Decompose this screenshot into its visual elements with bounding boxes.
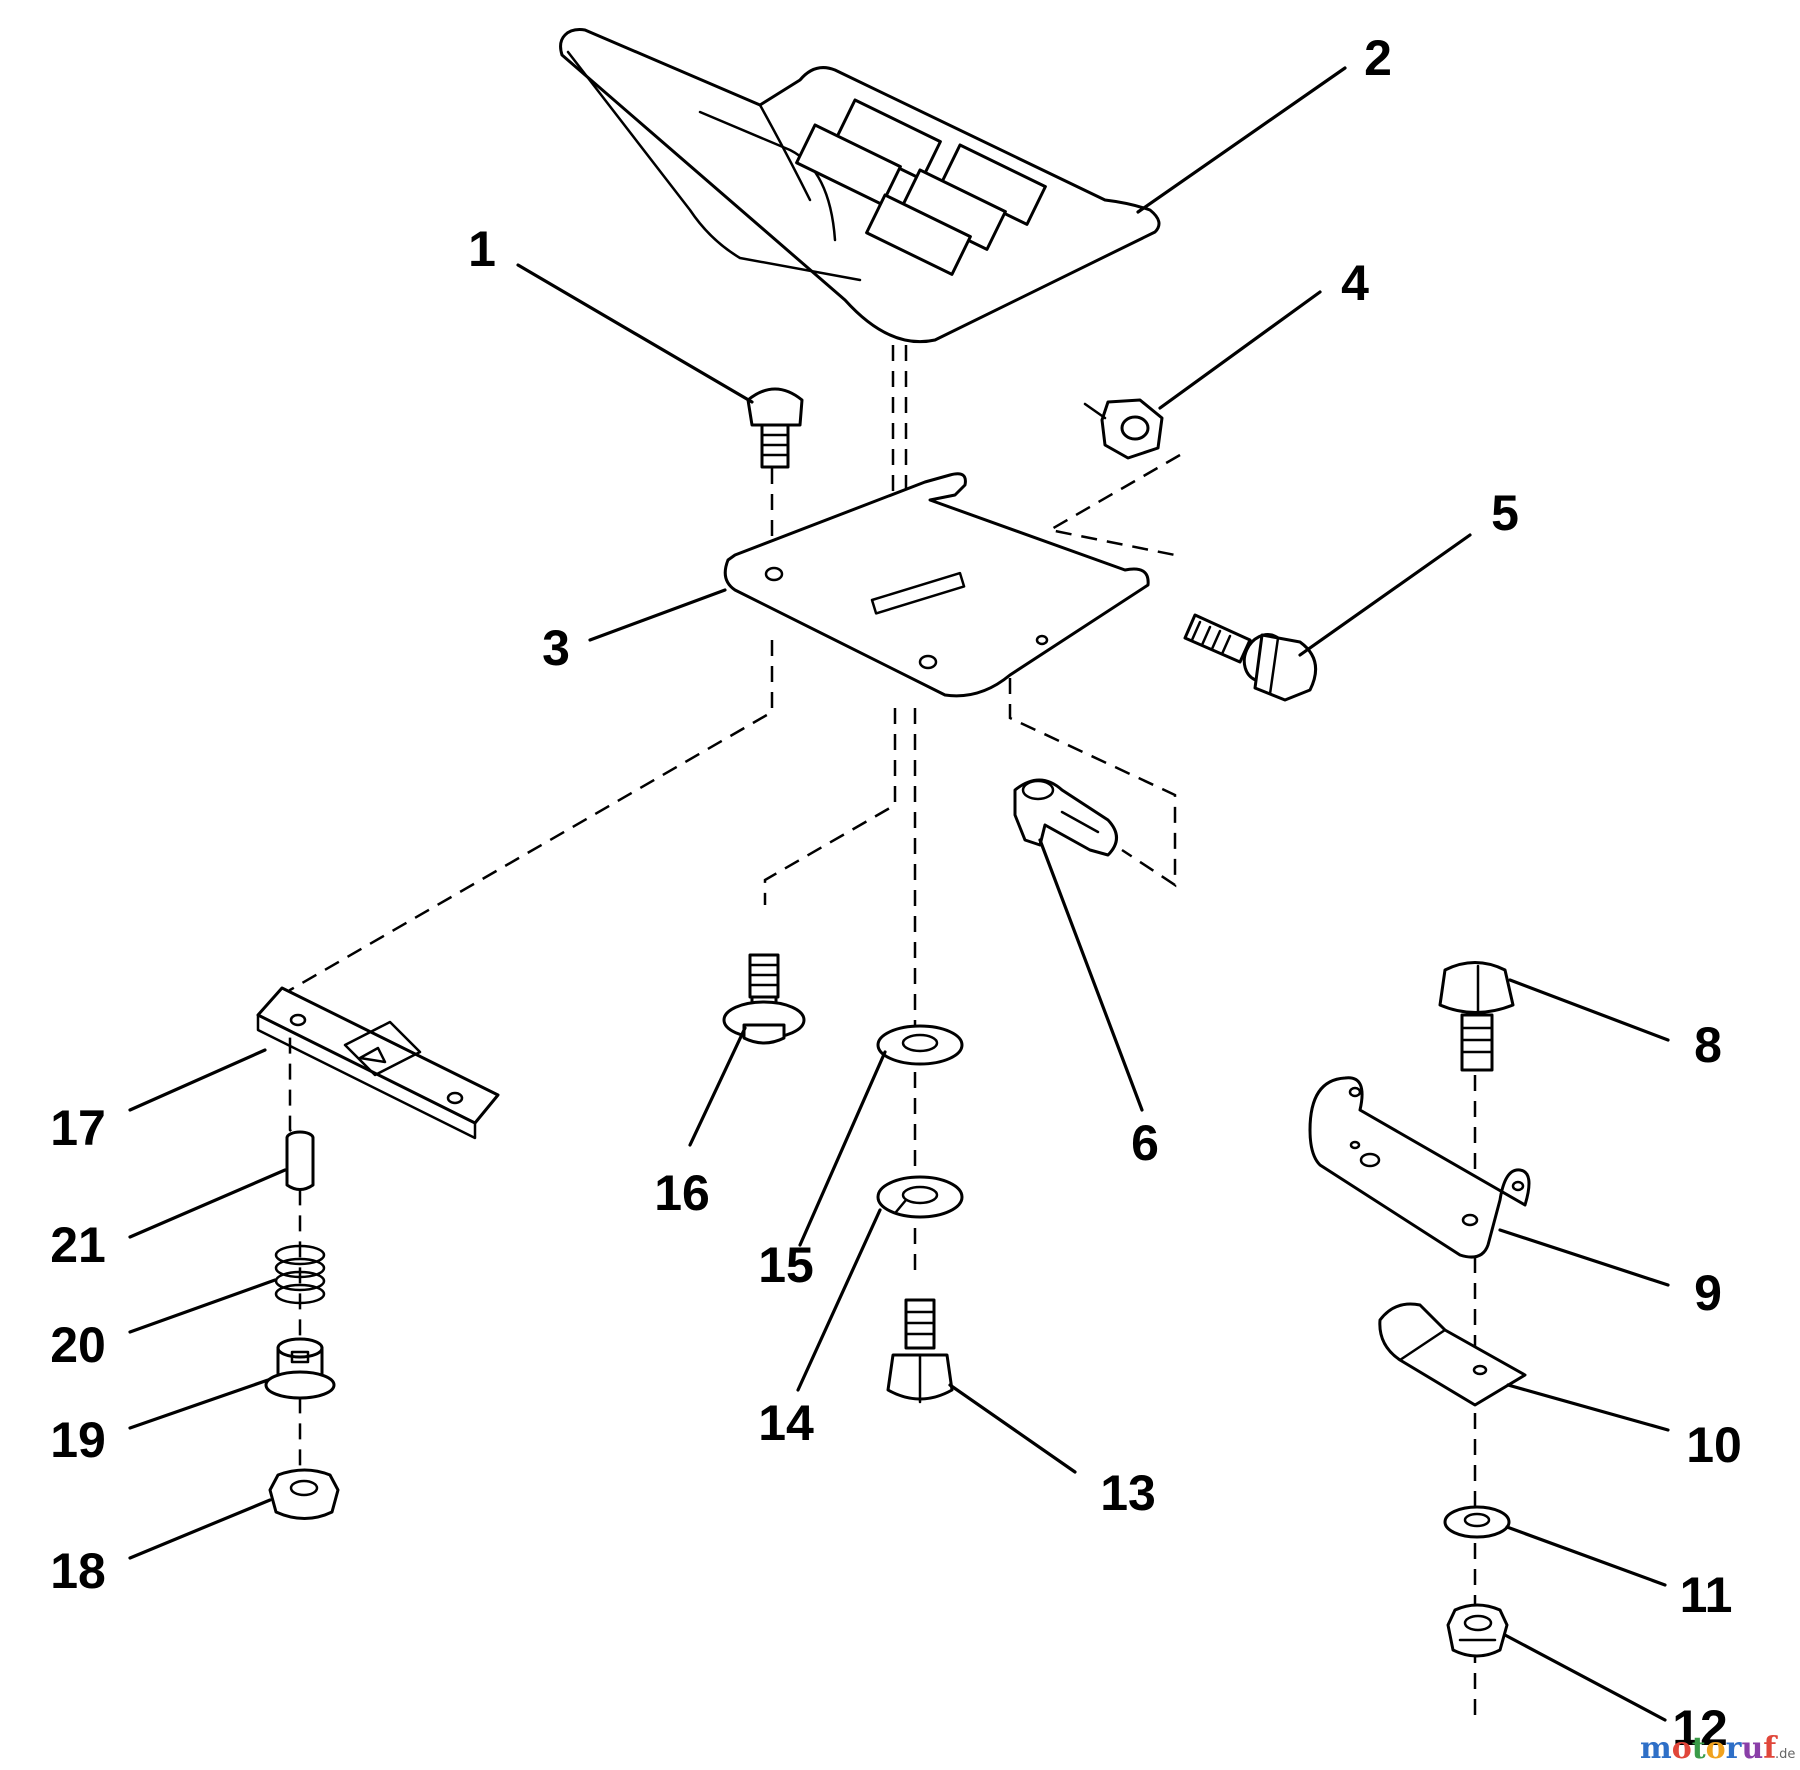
callout-5: 5 <box>1491 485 1519 541</box>
hex-bolt-part-13 <box>886 1298 954 1404</box>
callout-18: 18 <box>50 1543 106 1599</box>
slide-plate-part-17 <box>256 986 500 1140</box>
pin-part-21 <box>285 1130 315 1191</box>
washer-part-11 <box>1443 1505 1511 1539</box>
lock-washer-part-14 <box>876 1175 964 1219</box>
callout-10: 10 <box>1686 1417 1742 1473</box>
callout-6: 6 <box>1131 1115 1159 1171</box>
callout-19: 19 <box>50 1412 106 1468</box>
flange-nut-part-18 <box>268 1468 340 1520</box>
svg-text:motoruf: motoruf <box>1640 1731 1778 1766</box>
hex-bolt-part-8 <box>1438 961 1515 1072</box>
callout-12: 12 <box>1672 1700 1728 1756</box>
watermark-letter: o <box>1706 1731 1726 1766</box>
callout-15: 15 <box>758 1237 814 1293</box>
callout-3: 3 <box>542 620 570 676</box>
watermark-letter: f <box>1763 1731 1778 1766</box>
watermark-logo: motoruf .de <box>1640 1731 1795 1766</box>
clip-part-6 <box>1013 778 1118 857</box>
leader-lines <box>128 66 1670 1722</box>
callout-11: 11 <box>1680 1567 1733 1623</box>
callout-1: 1 <box>468 221 496 277</box>
clip-plate-part-10 <box>1378 1302 1527 1407</box>
watermark-letter: t <box>1692 1731 1706 1766</box>
watermark-letter: r <box>1726 1731 1743 1766</box>
hex-bolt-part-5 <box>1183 613 1318 702</box>
seat-part-2 <box>559 28 1161 344</box>
watermark-letter: o <box>1672 1731 1692 1766</box>
callout-17: 17 <box>50 1100 106 1156</box>
watermark-letter: u <box>1741 1731 1763 1766</box>
callout-16: 16 <box>654 1165 710 1221</box>
callout-13: 13 <box>1100 1465 1156 1521</box>
bushing-part-19 <box>264 1337 336 1400</box>
callout-14: 14 <box>758 1395 814 1451</box>
seat-bracket-part-3 <box>723 472 1150 698</box>
shoulder-bolt-part-16 <box>722 953 806 1045</box>
callout-20: 20 <box>50 1317 106 1373</box>
carriage-bolt-part-1 <box>746 387 804 469</box>
callout-2: 2 <box>1364 30 1392 86</box>
nut-part-4 <box>1083 398 1164 460</box>
callout-numbers: 1 2 3 4 5 6 8 9 10 11 12 13 14 15 16 17 … <box>50 30 1742 1756</box>
callout-9: 9 <box>1694 1265 1722 1321</box>
watermark-letter: m <box>1640 1731 1672 1766</box>
callout-21: 21 <box>50 1217 106 1273</box>
callout-8: 8 <box>1694 1017 1722 1073</box>
lock-nut-part-12 <box>1446 1603 1509 1658</box>
watermark-suffix: .de <box>1775 1747 1795 1762</box>
bracket-part-9 <box>1308 1076 1531 1259</box>
spring-part-20 <box>274 1244 326 1305</box>
flat-washer-part-15 <box>876 1024 964 1066</box>
callout-4: 4 <box>1341 255 1369 311</box>
